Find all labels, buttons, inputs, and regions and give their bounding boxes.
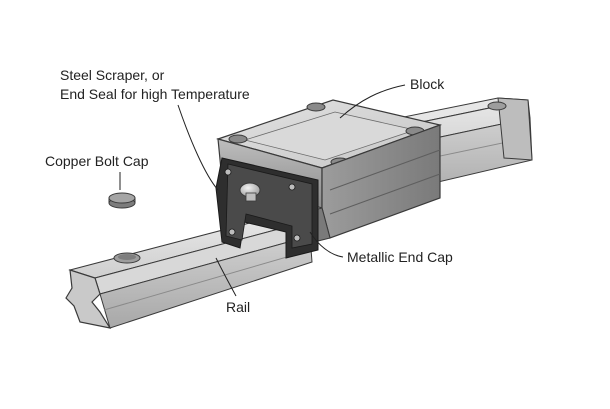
rail: [65, 214, 313, 329]
grease-nipple: [239, 182, 261, 202]
leader-metallic-end-cap: [309, 231, 344, 258]
rail-hole-far: [487, 101, 507, 111]
leader-lines: [119, 84, 406, 297]
label-metallic-end-cap: Metallic End Cap: [347, 249, 453, 265]
copper-bolt-cap: [108, 192, 136, 209]
leader-rail: [215, 257, 237, 297]
leader-block: [339, 84, 406, 119]
label-steel-scraper-line2: End Seal for high Temperature: [60, 86, 250, 102]
label-rail: Rail: [226, 299, 251, 315]
leader-steel-scraper: [177, 104, 219, 191]
label-steel-scraper-line1: Steel Scraper, or: [60, 67, 165, 83]
label-copper-bolt-cap: Copper Bolt Cap: [45, 153, 149, 169]
label-block: Block: [410, 76, 445, 92]
